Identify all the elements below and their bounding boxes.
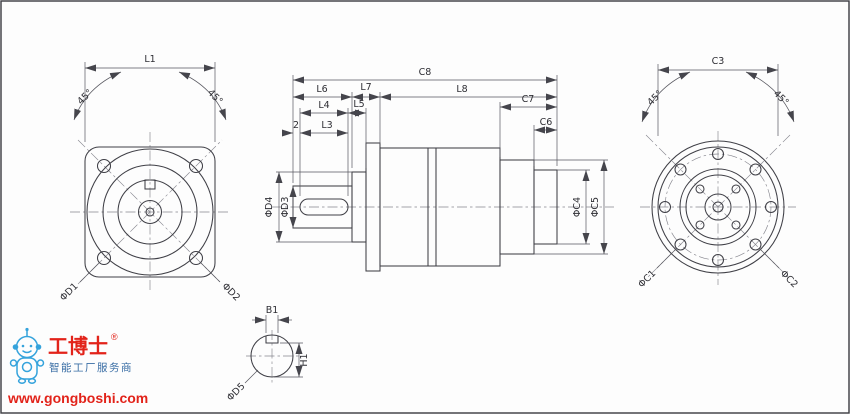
side-body-outline <box>292 142 558 272</box>
rear-bolt-hole <box>749 163 762 176</box>
rear-bolt-hole <box>711 147 725 161</box>
dim-front-angle-left-label: 45° <box>75 87 95 107</box>
shaft-keyway-slot <box>299 198 349 216</box>
dim-c5: ΦC5 <box>534 159 608 255</box>
dim-d5: ΦD5 <box>225 369 259 404</box>
front-bolt-hole <box>188 250 204 266</box>
side-view: C8 L6 L7 L8 L4 L5 2 <box>264 67 614 272</box>
front-bolt-hole <box>96 250 112 266</box>
dim-c3-label: C3 <box>712 56 725 67</box>
dim-c4: ΦC4 <box>557 169 590 245</box>
keyway-detail-view: B1 H1 ΦD5 <box>225 305 310 403</box>
brand-url[interactable]: www.gongboshi.com <box>7 390 148 406</box>
front-bolt-hole <box>188 158 204 174</box>
dim-l7: L7 <box>352 82 381 144</box>
dim-c7: C7 <box>499 94 557 157</box>
dim-h1: H1 <box>274 342 310 378</box>
dim-c8: C8 <box>292 67 558 183</box>
rear-screw-hole <box>695 220 705 230</box>
dim-c2-label: ΦC2 <box>778 268 800 290</box>
dim-c7-label: C7 <box>522 94 535 105</box>
dim-d2: ΦD2 <box>199 261 243 304</box>
dim-rear-angle-right-label: 45° <box>771 88 791 108</box>
dim-l8-label: L8 <box>456 84 467 95</box>
dim-d3-label: ΦD3 <box>280 197 291 218</box>
dim-c6-label: C6 <box>540 117 553 128</box>
dim-c6: C6 <box>533 117 557 166</box>
rear-bolt-hole <box>658 200 672 214</box>
rear-screw-hole <box>731 220 741 230</box>
dim-l1: L1 <box>84 54 216 142</box>
dim-2: 2 <box>282 120 299 137</box>
dim-l3: L3 <box>300 120 348 137</box>
dim-d4: ΦD4 <box>264 171 352 243</box>
dim-front-angle-right-label: 45° <box>205 87 225 107</box>
dim-l1-label: L1 <box>144 54 155 65</box>
dim-l4-label: L4 <box>318 100 329 111</box>
dim-rear-angle-left-label: 45° <box>645 88 665 108</box>
dim-c2: ΦC2 <box>758 247 800 290</box>
rear-bolt-circle <box>664 153 772 261</box>
front-keyway <box>144 179 156 190</box>
dim-d1-label: ΦD1 <box>58 281 81 304</box>
dim-d2-label: ΦD2 <box>220 281 243 304</box>
rear-bolt-hole <box>749 238 762 251</box>
input-hub <box>533 169 558 245</box>
registered-mark: ® <box>111 332 118 342</box>
dim-c8-label: C8 <box>419 67 432 78</box>
shaft-section-outline <box>250 334 294 378</box>
dim-front-angle-left: 45° <box>73 71 122 121</box>
dim-l5: L5 <box>348 99 367 168</box>
dim-c1: ΦC1 <box>636 247 678 290</box>
dim-2-label: 2 <box>293 120 299 131</box>
dim-d4-label: ΦD4 <box>264 197 275 218</box>
dim-l3-label: L3 <box>321 120 332 131</box>
rear-bolt-hole <box>711 253 725 267</box>
front-centerlines <box>70 132 230 292</box>
rear-view: C3 45° 45° ΦC1 ΦC2 <box>636 56 800 290</box>
dim-c5-label: ΦC5 <box>590 197 601 217</box>
dim-l4: L4 <box>299 100 349 196</box>
front-bolt-hole <box>96 158 112 174</box>
dim-rear-angle-right: 45° <box>745 71 795 123</box>
dim-l8: L8 <box>380 84 557 101</box>
detail-centerlines <box>246 330 300 384</box>
dim-l6: L6 <box>293 84 353 168</box>
logo: 工博士 ® 智能工厂服务商 www.gongboshi.com <box>7 327 148 406</box>
rear-bolt-hole <box>764 200 778 214</box>
mascot-icon <box>9 327 45 384</box>
rear-flange-outline <box>651 140 785 274</box>
rear-screw-hole <box>731 184 741 194</box>
dim-c1-label: ΦC1 <box>636 268 658 290</box>
dim-rear-angle-left: 45° <box>641 71 691 123</box>
dim-h1-label: H1 <box>299 353 310 366</box>
front-view: L1 45° 45° ΦD1 ΦD2 <box>58 54 242 303</box>
brand-tagline: 智能工厂服务商 <box>49 361 133 374</box>
dim-c4-label: ΦC4 <box>572 197 583 217</box>
rear-bolt-hole <box>674 238 687 251</box>
dim-l5-label: L5 <box>353 99 364 110</box>
dim-b1: B1 <box>252 305 292 333</box>
rear-bolt-hole <box>674 163 687 176</box>
dim-b1-label: B1 <box>266 305 279 316</box>
front-flange-outline <box>84 146 216 278</box>
dim-c3: C3 <box>657 56 779 136</box>
dim-l7-label: L7 <box>360 82 371 93</box>
dim-d5-label: ΦD5 <box>225 381 248 404</box>
dim-front-angle-right: 45° <box>178 71 227 121</box>
dim-d3: ΦD3 <box>280 186 297 228</box>
front-flange-square <box>84 146 216 278</box>
rear-screw-hole <box>695 184 705 194</box>
dim-l6-label: L6 <box>316 84 327 95</box>
brand-name: 工博士 <box>48 334 108 358</box>
